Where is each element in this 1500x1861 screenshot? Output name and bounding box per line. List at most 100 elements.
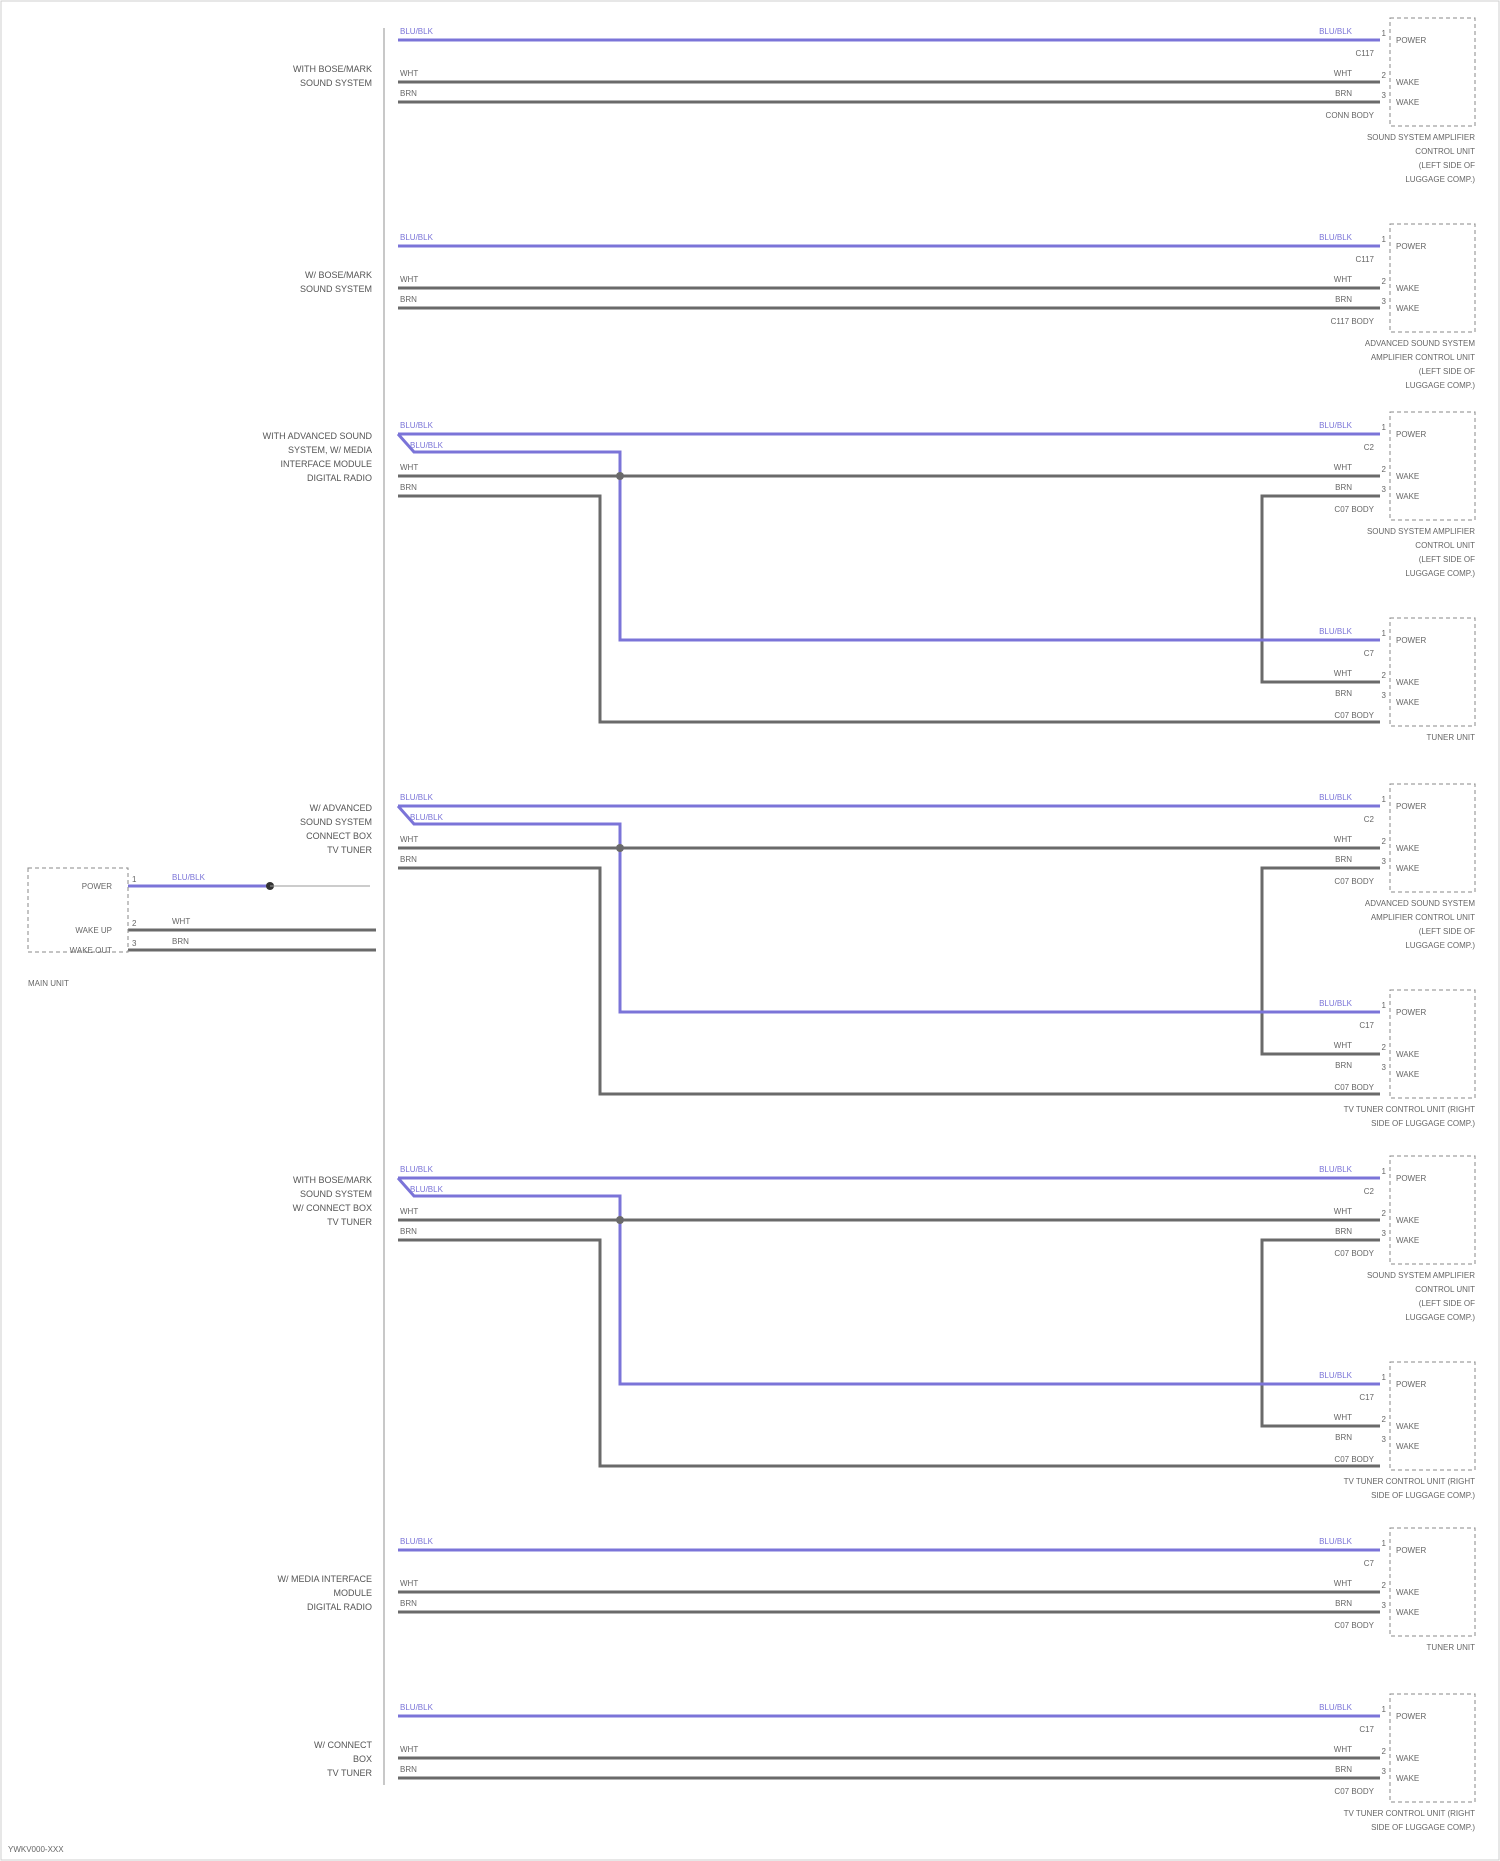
pin-signal-label: WAKE (1396, 472, 1419, 481)
wire-color-label: BRN (400, 89, 417, 98)
pin-signal-label: POWER (1396, 430, 1426, 439)
wire-color-label: BRN (400, 295, 417, 304)
pin-number: 2 (1382, 671, 1387, 680)
connector-label: C17 (1359, 1393, 1374, 1402)
pin-number: 2 (1382, 277, 1387, 286)
wire-color-label: BLU/BLK (410, 813, 444, 822)
pin-number: 2 (1382, 1043, 1387, 1052)
wire-color-label: BLU/BLK (1319, 1371, 1353, 1380)
wake-branch-wire (398, 868, 1380, 1094)
wire-color-label: WHT (1334, 463, 1352, 472)
connector-sub-label: C07 BODY (1334, 711, 1374, 720)
pin-number: 3 (132, 939, 137, 948)
pin-number: 2 (1382, 71, 1387, 80)
wire-color-label: BRN (400, 1765, 417, 1774)
component-box (1390, 618, 1475, 726)
group-label: WITH ADVANCED SOUND (263, 431, 373, 441)
junction-dot (616, 472, 624, 480)
wire-color-label: BLU/BLK (1319, 999, 1353, 1008)
wire-color-label: BRN (400, 855, 417, 864)
pin-number: 3 (1382, 1435, 1387, 1444)
wire-color-label: WHT (1334, 835, 1352, 844)
component-caption: TUNER UNIT (1427, 1643, 1476, 1652)
component-caption: LUGGAGE COMP.) (1405, 941, 1475, 950)
power-branch-wire (398, 1178, 1380, 1384)
pin-number: 2 (1382, 1209, 1387, 1218)
group-label: WITH BOSE/MARK (293, 1175, 372, 1185)
wire-color-label: WHT (1334, 275, 1352, 284)
pin-number: 1 (1382, 1705, 1387, 1714)
connector-label: C7 (1364, 649, 1375, 658)
component-caption: TUNER UNIT (1427, 733, 1476, 742)
wire-color-label: BLU/BLK (400, 233, 434, 242)
pin-signal-label: WAKE (1396, 1422, 1419, 1431)
connector-sub-label: C07 BODY (1334, 1455, 1374, 1464)
wire-color-label: BRN (1335, 689, 1352, 698)
wire-color-label: BLU/BLK (1319, 1703, 1353, 1712)
pin-number: 3 (1382, 1229, 1387, 1238)
component-box (1390, 990, 1475, 1098)
connector-label: C17 (1359, 1021, 1374, 1030)
group-label: BOX (353, 1754, 372, 1764)
wire-color-label: BRN (1335, 1599, 1352, 1608)
wire-color-label: BLU/BLK (1319, 421, 1353, 430)
components-layer (28, 18, 1475, 1802)
group-label: SOUND SYSTEM (300, 284, 372, 294)
component-box (1390, 18, 1475, 126)
wire-color-label: BLU/BLK (410, 1185, 444, 1194)
wire-color-label: BRN (172, 937, 189, 946)
component-caption: SOUND SYSTEM AMPLIFIER (1367, 133, 1475, 142)
component-caption: AMPLIFIER CONTROL UNIT (1371, 913, 1475, 922)
connector-sub-label: C07 BODY (1334, 877, 1374, 886)
component-caption: LUGGAGE COMP.) (1405, 175, 1475, 184)
component-caption: SIDE OF LUGGAGE COMP.) (1371, 1119, 1475, 1128)
pin-signal-label: POWER (1396, 36, 1426, 45)
pin-signal-label: WAKE (1396, 1070, 1419, 1079)
pin-number: 2 (132, 919, 137, 928)
connector-sub-label: C07 BODY (1334, 1249, 1374, 1258)
wires-layer (128, 40, 1380, 1778)
connector-label: C117 (1355, 49, 1374, 58)
pin-number: 1 (1382, 1167, 1387, 1176)
component-caption: TV TUNER CONTROL UNIT (RIGHT (1344, 1105, 1476, 1114)
junction-dot (616, 1216, 624, 1224)
pin-number: 2 (1382, 837, 1387, 846)
group-label: DIGITAL RADIO (307, 473, 372, 483)
pin-number: 3 (1382, 485, 1387, 494)
connector-label: C117 (1355, 255, 1374, 264)
pin-signal-label: POWER (82, 882, 112, 891)
group-label: TV TUNER (327, 1217, 372, 1227)
wire-color-label: WHT (400, 1207, 418, 1216)
pin-signal-label: WAKE OUT (70, 946, 112, 955)
group-label: W/ CONNECT BOX (293, 1203, 372, 1213)
pin-number: 3 (1382, 1601, 1387, 1610)
power-branch-wire (398, 806, 1380, 1012)
group-label: SOUND SYSTEM (300, 78, 372, 88)
wire-color-label: BLU/BLK (400, 1165, 434, 1174)
pin-number: 1 (1382, 29, 1387, 38)
wire-color-label: WHT (1334, 1041, 1352, 1050)
pin-signal-label: WAKE (1396, 1050, 1419, 1059)
wire-color-label: BRN (400, 1599, 417, 1608)
connector-sub-label: C07 BODY (1334, 505, 1374, 514)
group-label: TV TUNER (327, 1768, 372, 1778)
pin-signal-label: POWER (1396, 802, 1426, 811)
wire-color-label: BRN (1335, 1765, 1352, 1774)
wire-color-label: BLU/BLK (400, 1537, 434, 1546)
wire-color-label: BLU/BLK (1319, 233, 1353, 242)
pin-signal-label: WAKE (1396, 1774, 1419, 1783)
component-box (1390, 1156, 1475, 1264)
group-label: WITH BOSE/MARK (293, 64, 372, 74)
wake-loop-wire (1262, 496, 1380, 682)
component-caption: (LEFT SIDE OF (1419, 367, 1475, 376)
group-label: W/ CONNECT (314, 1740, 372, 1750)
pin-signal-label: WAKE (1396, 98, 1419, 107)
pin-number: 1 (1382, 423, 1387, 432)
wire-color-label: WHT (1334, 1413, 1352, 1422)
pin-signal-label: WAKE UP (75, 926, 112, 935)
group-label: SOUND SYSTEM (300, 1189, 372, 1199)
pin-signal-label: POWER (1396, 636, 1426, 645)
wire-color-label: BRN (400, 1227, 417, 1236)
pin-signal-label: WAKE (1396, 492, 1419, 501)
